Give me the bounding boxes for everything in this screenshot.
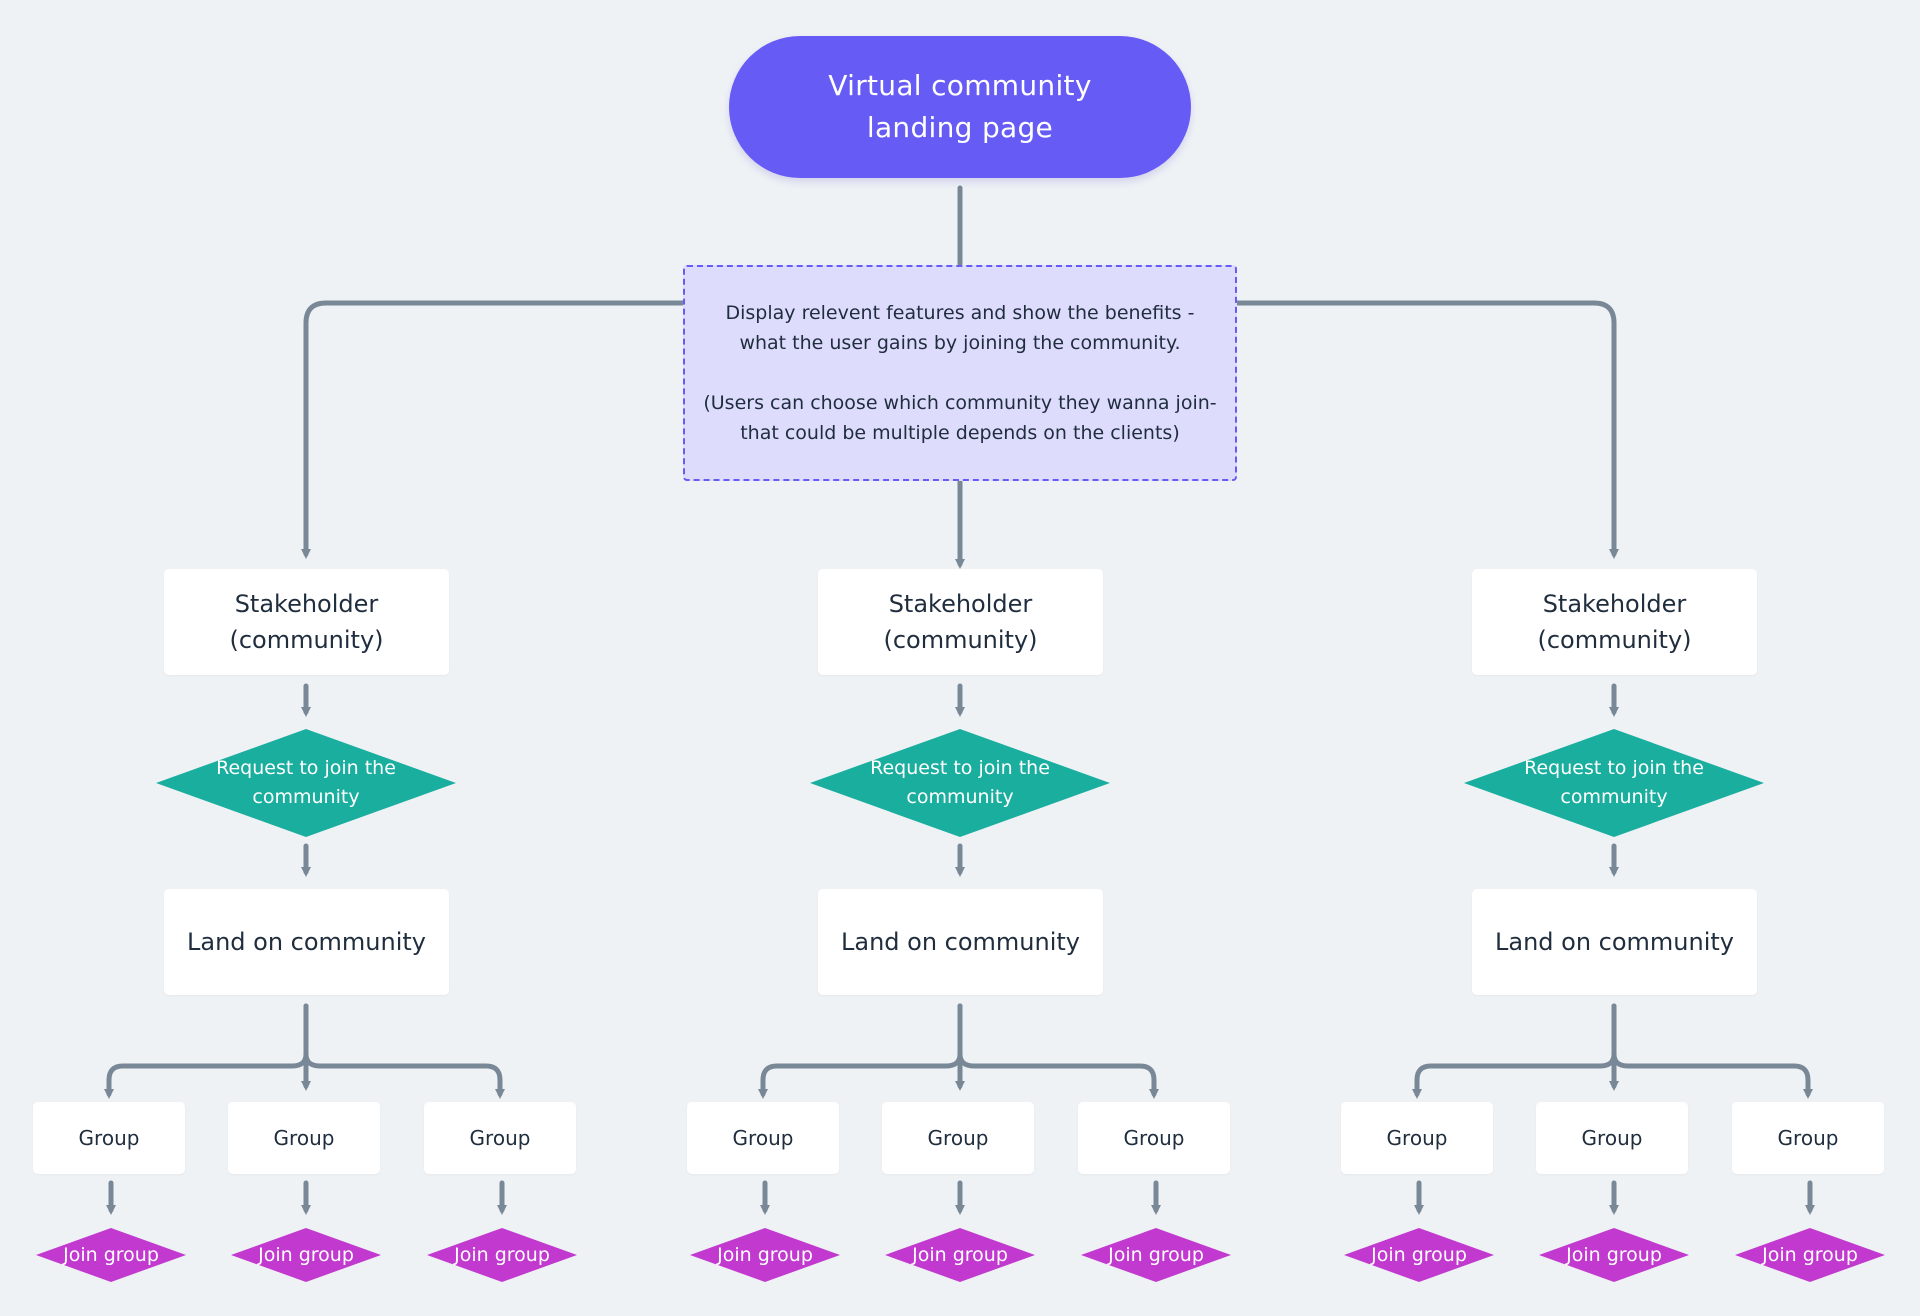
stakeholder-label: Stakeholder — [888, 590, 1033, 618]
note-line-4: that could be multiple depends on the cl… — [740, 422, 1180, 444]
join-diamond-shape — [690, 1228, 840, 1282]
join-group-label: Join group — [1762, 1244, 1858, 1266]
join-group-label: Join group — [912, 1244, 1008, 1266]
join-diamond-shape — [1344, 1228, 1494, 1282]
join-group-label: Join group — [1371, 1244, 1467, 1266]
group-label: Group — [78, 1126, 140, 1150]
decision-diamond-shape — [156, 729, 456, 837]
land-on-community-node: Land on community — [1472, 889, 1757, 995]
join-group-label: Join group — [63, 1244, 159, 1266]
join-group-action[interactable]: Join group — [1539, 1228, 1689, 1282]
connector-land-to-group-left — [104, 1003, 309, 1099]
group-node: Group — [424, 1102, 576, 1174]
group-label: Group — [732, 1126, 794, 1150]
decision-diamond-shape — [810, 729, 1110, 837]
stakeholder-node: Stakeholder (community) — [1472, 569, 1757, 675]
join-group-label: Join group — [1108, 1244, 1204, 1266]
note-line-1: Display relevent features and show the b… — [725, 302, 1195, 324]
connector-land-to-group-right — [303, 1003, 505, 1099]
stakeholder-sublabel: (community) — [1537, 626, 1692, 654]
stakeholder-label: Stakeholder — [234, 590, 379, 618]
group-node: Group — [1536, 1102, 1688, 1174]
connector-land-to-group-right — [957, 1003, 1159, 1099]
join-group-label: Join group — [454, 1244, 550, 1266]
note-line-3: (Users can choose which community they w… — [703, 392, 1217, 414]
join-group-action[interactable]: Join group — [690, 1228, 840, 1282]
stakeholder-sublabel: (community) — [883, 626, 1038, 654]
land-on-community-label: Land on community — [840, 928, 1080, 956]
group-label: Group — [927, 1126, 989, 1150]
group-node: Group — [687, 1102, 839, 1174]
decision-diamond-shape — [1464, 729, 1764, 837]
group-node: Group — [1341, 1102, 1493, 1174]
group-label: Group — [1777, 1126, 1839, 1150]
stakeholder-label: Stakeholder — [1542, 590, 1687, 618]
group-label: Group — [469, 1126, 531, 1150]
note-line-2: what the user gains by joining the commu… — [739, 332, 1181, 354]
connector-land-to-group-left — [758, 1003, 963, 1099]
land-on-community-label: Land on community — [1494, 928, 1734, 956]
join-diamond-shape — [1539, 1228, 1689, 1282]
request-to-join-decision[interactable]: Request to join the community — [156, 729, 456, 837]
join-group-action[interactable]: Join group — [427, 1228, 577, 1282]
land-on-community-node: Land on community — [818, 889, 1103, 995]
stakeholder-node: Stakeholder (community) — [818, 569, 1103, 675]
join-group-label: Join group — [258, 1244, 354, 1266]
join-group-action[interactable]: Join group — [1081, 1228, 1231, 1282]
join-group-action[interactable]: Join group — [1344, 1228, 1494, 1282]
land-on-community-label: Land on community — [186, 928, 426, 956]
join-diamond-shape — [1735, 1228, 1885, 1282]
join-diamond-shape — [427, 1228, 577, 1282]
join-diamond-shape — [36, 1228, 186, 1282]
join-group-action[interactable]: Join group — [36, 1228, 186, 1282]
group-label: Group — [1123, 1126, 1185, 1150]
connector-land-to-group-right — [1611, 1003, 1813, 1099]
group-label: Group — [1581, 1126, 1643, 1150]
join-diamond-shape — [231, 1228, 381, 1282]
group-label: Group — [1386, 1126, 1448, 1150]
start-title-line-2: landing page — [866, 111, 1054, 144]
group-node: Group — [33, 1102, 185, 1174]
join-group-label: Join group — [1566, 1244, 1662, 1266]
request-to-join-label: Request to join the community — [870, 757, 1050, 808]
connector-note-to-left — [301, 300, 686, 559]
join-diamond-shape — [1081, 1228, 1231, 1282]
features-benefits-note: Display relevent features and show the b… — [683, 265, 1237, 481]
connector-note-to-right — [1234, 300, 1619, 559]
join-group-action[interactable]: Join group — [231, 1228, 381, 1282]
stakeholder-sublabel: (community) — [229, 626, 384, 654]
join-group-action[interactable]: Join group — [1735, 1228, 1885, 1282]
request-to-join-label: Request to join the community — [216, 757, 396, 808]
join-diamond-shape — [885, 1228, 1035, 1282]
request-to-join-decision[interactable]: Request to join the community — [1464, 729, 1764, 837]
group-node: Group — [1078, 1102, 1230, 1174]
start-landing-page-node: Virtual community landing page — [729, 36, 1191, 178]
group-node: Group — [228, 1102, 380, 1174]
land-on-community-node: Land on community — [164, 889, 449, 995]
join-group-label: Join group — [717, 1244, 813, 1266]
connector-land-to-group-left — [1412, 1003, 1617, 1099]
start-title-line-1: Virtual community — [828, 69, 1092, 102]
group-node: Group — [882, 1102, 1034, 1174]
group-node: Group — [1732, 1102, 1884, 1174]
stakeholder-node: Stakeholder (community) — [164, 569, 449, 675]
request-to-join-decision[interactable]: Request to join the community — [810, 729, 1110, 837]
group-label: Group — [273, 1126, 335, 1150]
join-group-action[interactable]: Join group — [885, 1228, 1035, 1282]
request-to-join-label: Request to join the community — [1524, 757, 1704, 808]
